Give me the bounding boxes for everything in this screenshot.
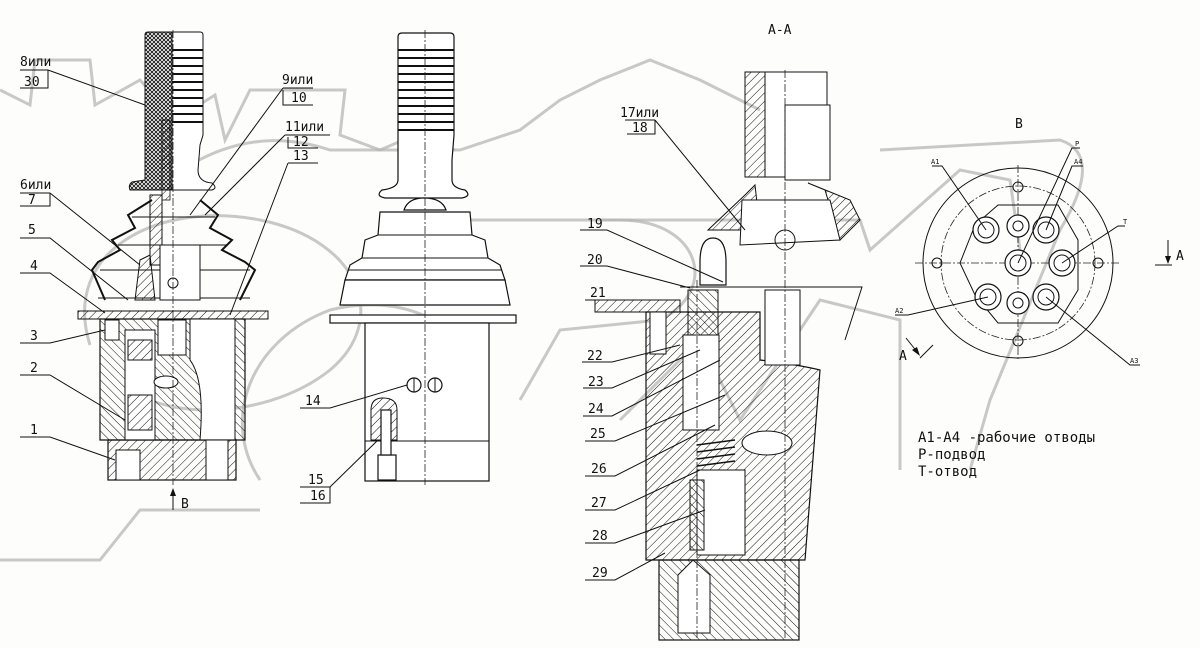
callout-3: 3 — [30, 329, 38, 344]
view-b-port-face — [895, 147, 1172, 366]
callout-14: 14 — [305, 394, 321, 409]
callout-4: 4 — [30, 259, 38, 274]
port-holes — [931, 181, 1104, 347]
callout-26: 26 — [591, 462, 607, 477]
section-a-a-view — [594, 70, 863, 641]
callout-6-or: 6или — [20, 178, 51, 193]
callout-9-or: 9или — [282, 73, 313, 88]
port-label-a2: A2 — [895, 307, 903, 315]
callout-7: 7 — [28, 193, 36, 208]
callout-24: 24 — [588, 402, 604, 417]
callout-23: 23 — [588, 375, 604, 390]
callout-17-or: 17или — [620, 106, 659, 121]
callout-22: 22 — [587, 349, 603, 364]
section-title: A-A — [768, 23, 792, 38]
callout-15: 15 — [308, 473, 324, 488]
callout-30: 30 — [24, 75, 40, 90]
callout-13: 13 — [293, 149, 309, 164]
callout-21: 21 — [590, 286, 606, 301]
callout-2: 2 — [30, 361, 38, 376]
callout-29: 29 — [592, 566, 608, 581]
callout-25: 25 — [590, 427, 606, 442]
callout-28: 28 — [592, 529, 608, 544]
port-label-a1: A1 — [931, 158, 939, 166]
callout-19: 19 — [587, 217, 603, 232]
callout-10: 10 — [291, 91, 307, 106]
port-label-a3: A3 — [1130, 357, 1138, 365]
view-b-arrow-label: B — [181, 497, 189, 512]
callout-16: 16 — [310, 489, 326, 504]
callout-11-or: 11или — [285, 120, 324, 135]
port-label-t: T — [1123, 218, 1128, 226]
middle-exterior-view — [329, 30, 517, 485]
callout-12: 12 — [293, 135, 309, 150]
legend-working-ports: A1-A4 -рабочие отводы — [918, 430, 1096, 446]
view-b-title: B — [1015, 117, 1023, 132]
callout-1: 1 — [30, 423, 38, 438]
legend-return: T-отвод — [918, 464, 978, 480]
section-marker-right: A — [1176, 249, 1184, 264]
callout-5: 5 — [28, 223, 36, 238]
port-label-a4: A4 — [1074, 158, 1082, 166]
callout-20: 20 — [587, 253, 603, 268]
callouts-middle — [300, 384, 408, 504]
port-legend: A1-A4 -рабочие отводы P-подвод T-отвод — [918, 430, 1095, 481]
callouts-section — [580, 119, 746, 581]
callouts-left — [20, 69, 330, 461]
section-marker-left: A — [899, 349, 907, 364]
legend-supply: P-подвод — [918, 447, 986, 463]
left-section-view — [77, 30, 269, 510]
callout-8-or: 8или — [20, 55, 51, 70]
callout-18: 18 — [632, 121, 648, 136]
port-label-p: P — [1075, 140, 1079, 148]
callout-27: 27 — [591, 496, 607, 511]
